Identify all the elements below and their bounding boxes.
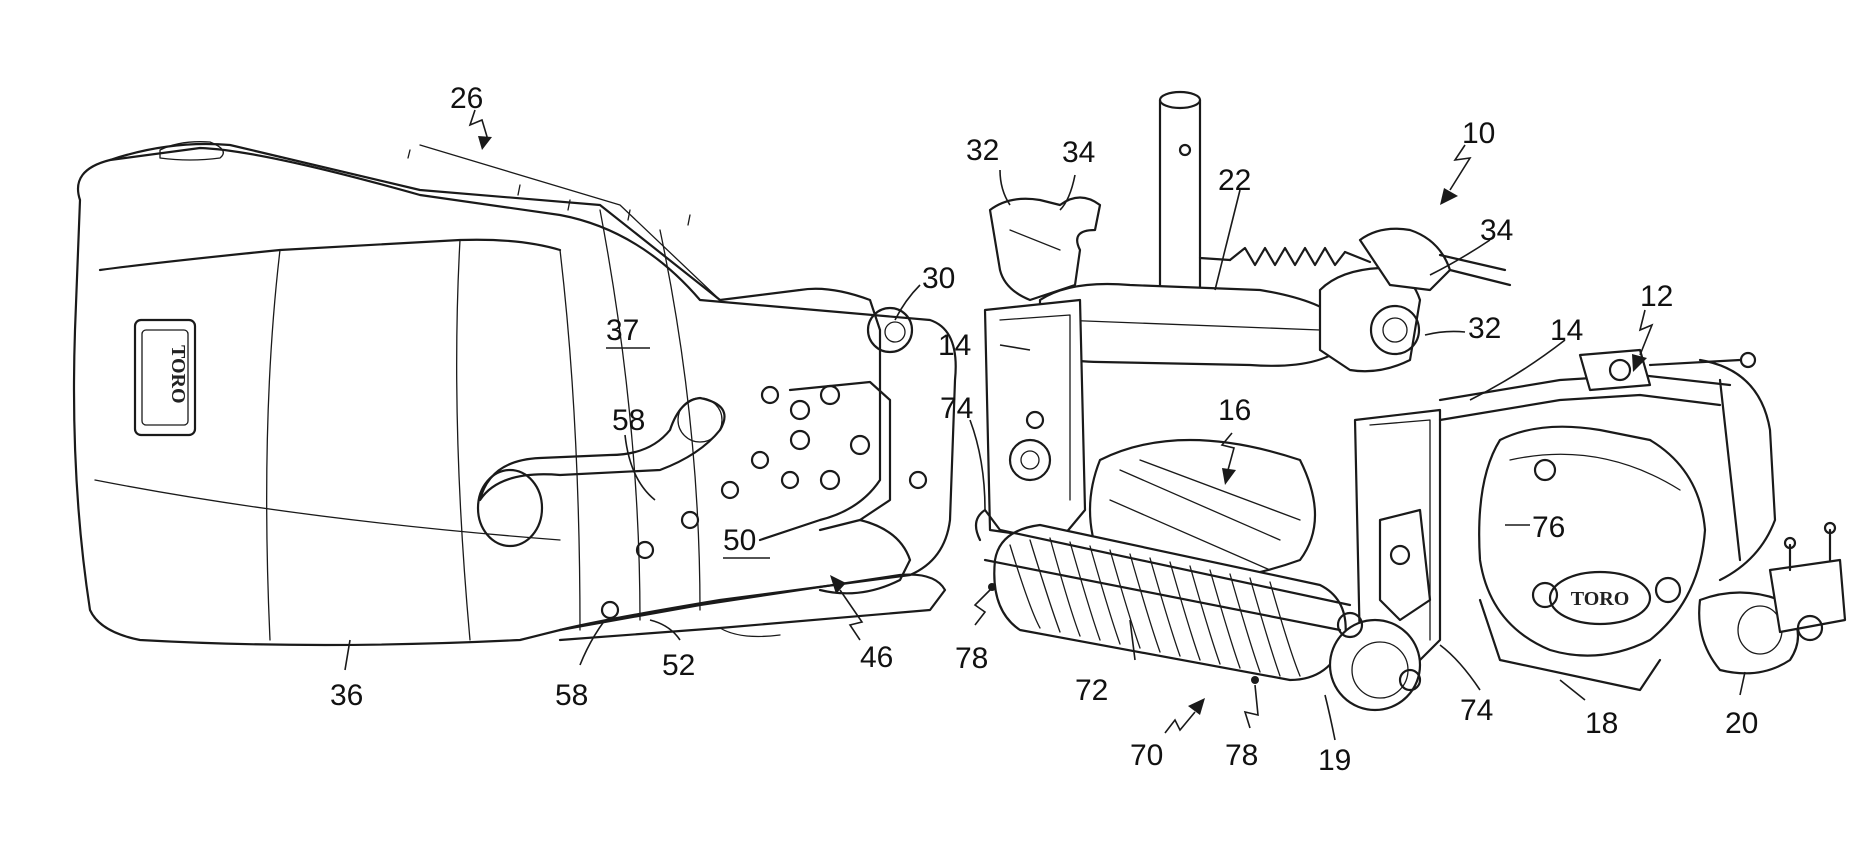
ref-20: 20 bbox=[1725, 707, 1758, 740]
ref-72: 72 bbox=[1075, 674, 1108, 707]
ref-78-left: 78 bbox=[955, 642, 988, 675]
ref-78-bottom: 78 bbox=[1225, 739, 1258, 772]
grass-box-logo: TORO bbox=[167, 345, 189, 404]
ref-46: 46 bbox=[860, 641, 893, 674]
ref-19: 19 bbox=[1318, 744, 1351, 777]
ref-70: 70 bbox=[1130, 739, 1163, 772]
cutting-unit: TORO bbox=[976, 92, 1845, 710]
ref-32-right: 32 bbox=[1468, 312, 1501, 345]
ref-26: 26 bbox=[450, 82, 483, 115]
front-roller bbox=[976, 510, 1420, 710]
grass-box: TORO bbox=[74, 142, 956, 645]
ref-16: 16 bbox=[1218, 394, 1251, 427]
ref-50: 50 bbox=[723, 524, 756, 557]
ref-34-left: 34 bbox=[1062, 136, 1095, 169]
ref-10: 10 bbox=[1462, 117, 1495, 150]
ref-34-right: 34 bbox=[1480, 214, 1513, 247]
ref-74-right: 74 bbox=[1460, 694, 1493, 727]
ref-36: 36 bbox=[330, 679, 363, 712]
ref-58-lower: 58 bbox=[555, 679, 588, 712]
ref-32-left: 32 bbox=[966, 134, 999, 167]
motor-cover-logo: TORO bbox=[1571, 588, 1630, 610]
ref-14-left: 14 bbox=[938, 329, 971, 362]
ref-30: 30 bbox=[922, 262, 955, 295]
ref-12: 12 bbox=[1640, 280, 1673, 313]
ref-37: 37 bbox=[606, 314, 639, 347]
ref-22: 22 bbox=[1218, 164, 1251, 197]
ref-58-upper: 58 bbox=[612, 404, 645, 437]
ref-14-right: 14 bbox=[1550, 314, 1583, 347]
ref-74-left: 74 bbox=[940, 392, 973, 425]
drive-motor: TORO bbox=[1479, 427, 1705, 690]
ref-76: 76 bbox=[1532, 511, 1565, 544]
ref-52: 52 bbox=[662, 649, 695, 682]
ref-18: 18 bbox=[1585, 707, 1618, 740]
